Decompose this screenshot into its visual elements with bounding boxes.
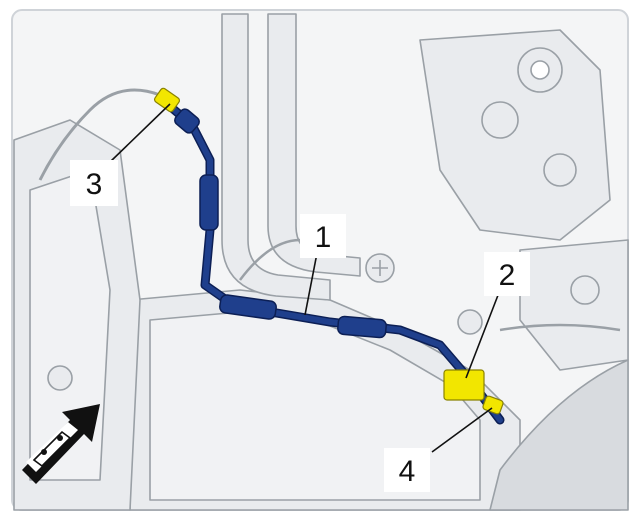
connector-4 (482, 395, 504, 415)
callout-2-label: 2 (499, 259, 516, 292)
bolt-center-cross (372, 260, 388, 276)
leader-line-1 (304, 247, 319, 316)
leader-line-4 (431, 407, 493, 453)
connector-3 (153, 87, 181, 113)
right-bracket-boss (570, 275, 600, 305)
callout-4-box (384, 448, 430, 492)
harness-wire-grey (38, 88, 161, 181)
connector-2 (443, 369, 485, 401)
callout-2-box (484, 252, 530, 296)
fastener-right (457, 309, 483, 335)
callout-3: 3 (70, 160, 118, 206)
cable-sleeve-right (337, 315, 387, 339)
mount-boss-mid (481, 101, 519, 139)
fastener-left (47, 365, 73, 391)
highlighted-cable (167, 103, 505, 425)
mount-boss-low (543, 153, 577, 187)
vehicle-front-direction-arrow-icon (22, 404, 100, 484)
cable-sleeve-top (174, 108, 200, 134)
leader-line-2 (465, 289, 501, 379)
vehicle-wheel-front (57, 435, 63, 441)
callout-3-box (70, 160, 118, 206)
harness-wire-grey-3 (499, 323, 621, 332)
cable-sleeve-left (219, 294, 277, 320)
lower-housing (489, 359, 629, 511)
pipe-left (221, 13, 331, 301)
upper-mechanism (419, 29, 611, 241)
callout-2: 2 (484, 252, 530, 296)
leader-lines (109, 103, 501, 453)
connectors (153, 87, 504, 415)
callout-4-label: 4 (399, 455, 416, 488)
callout-1-box (300, 214, 346, 258)
harness-wire-grey-2 (239, 238, 301, 281)
pipe-right (267, 13, 361, 277)
callout-1-label: 1 (315, 221, 332, 254)
cable-sleeve-vertical (199, 174, 219, 231)
vehicle-wheel-rear (41, 449, 47, 455)
mount-hole-top (530, 60, 550, 80)
callout-3-label: 3 (86, 168, 103, 201)
leader-line-3 (109, 103, 171, 163)
callout-1: 1 (300, 214, 346, 258)
vehicle-symbol (32, 430, 72, 468)
right-bracket (519, 239, 629, 371)
callout-4: 4 (384, 448, 430, 492)
